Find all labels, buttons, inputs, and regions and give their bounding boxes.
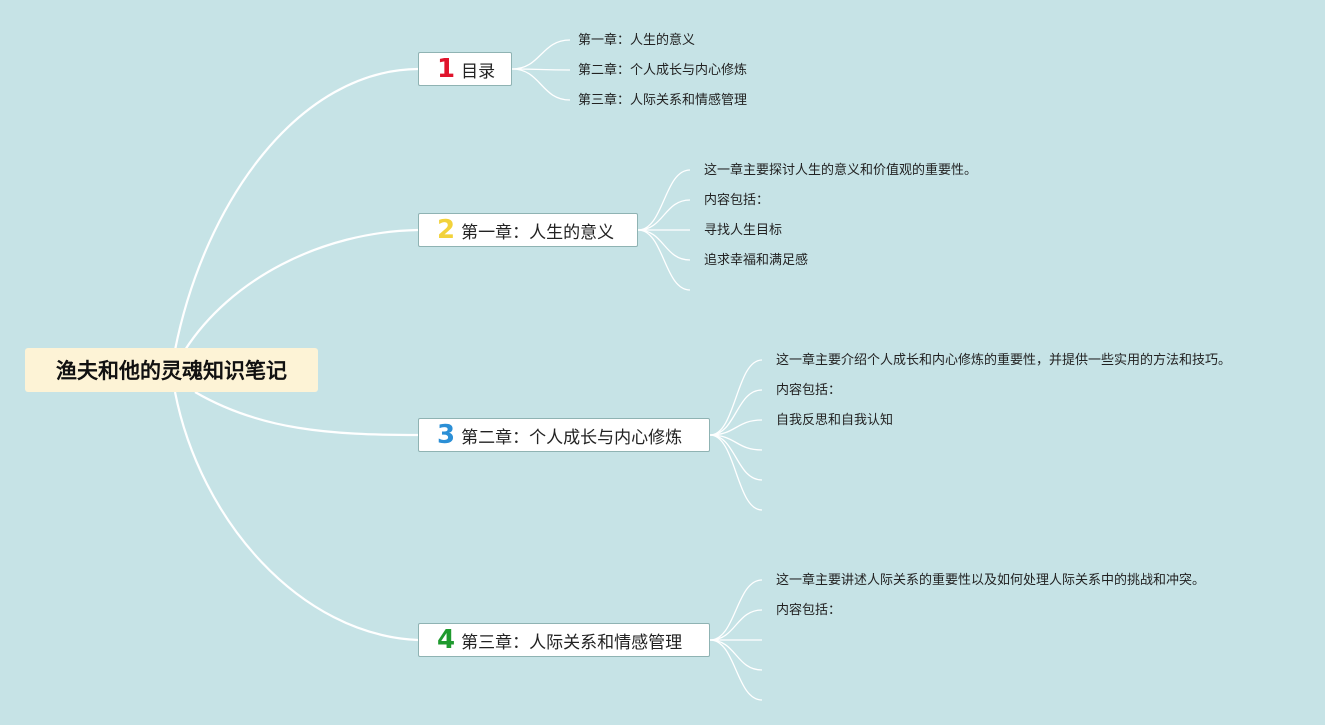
branch-chapter-2[interactable]: 3 第二章：个人成长与内心修炼 <box>418 418 710 452</box>
connector-line <box>709 609 763 641</box>
connector-line <box>511 39 571 70</box>
leaf-item[interactable]: 第三章：人际关系和情感管理 <box>578 93 748 108</box>
connector-line <box>709 434 763 481</box>
connector-line <box>194 391 419 437</box>
connector-line <box>637 229 691 261</box>
leaf-item[interactable]: 第二章：个人成长与内心修炼 <box>578 63 748 78</box>
leaf-item[interactable]: 内容包括： <box>704 193 770 208</box>
connector-line <box>637 169 691 231</box>
branch-chapter-1[interactable]: 2 第一章：人生的意义 <box>418 213 638 247</box>
root-topic[interactable]: 渔夫和他的灵魂知识笔记 <box>25 348 318 392</box>
leaf-item[interactable]: 第一章：人生的意义 <box>578 33 696 48</box>
branch-number-1: 1 <box>437 54 456 84</box>
connector-line <box>709 359 763 436</box>
branch-number-3: 3 <box>437 420 456 450</box>
branch-number-2: 2 <box>437 215 456 245</box>
branch-chapter-3[interactable]: 4 第三章：人际关系和情感管理 <box>418 623 710 657</box>
connector-line <box>709 639 763 671</box>
leaf-item[interactable]: 内容包括： <box>776 383 842 398</box>
leaf-item[interactable]: 自我反思和自我认知 <box>776 413 894 428</box>
leaf-item[interactable]: 追求幸福和满足感 <box>704 253 809 268</box>
connector-line <box>637 229 691 291</box>
connector-line <box>709 389 763 436</box>
connector-line <box>709 579 763 641</box>
branch-label-chapter-3: 第三章：人际关系和情感管理 <box>461 632 683 653</box>
branch-label-toc: 目录 <box>461 61 496 82</box>
leaf-item[interactable]: 这一章主要探讨人生的意义和价值观的重要性。 <box>704 163 978 178</box>
connector-line <box>637 199 691 231</box>
connector-line <box>173 391 419 642</box>
connector-line <box>709 639 763 701</box>
branch-label-chapter-1: 第一章：人生的意义 <box>461 222 615 243</box>
branch-number-4: 4 <box>437 625 456 655</box>
connector-line <box>511 68 571 101</box>
leaf-item[interactable]: 这一章主要讲述人际关系的重要性以及如何处理人际关系中的挑战和冲突。 <box>776 573 1206 588</box>
connector-line <box>184 228 419 351</box>
leaf-item[interactable]: 这一章主要介绍个人成长和内心修炼的重要性，并提供一些实用的方法和技巧。 <box>776 353 1232 368</box>
leaf-item[interactable]: 内容包括： <box>776 603 842 618</box>
branch-label-chapter-2: 第二章：个人成长与内心修炼 <box>461 427 683 448</box>
connector-line <box>709 419 763 436</box>
root-title: 渔夫和他的灵魂知识笔记 <box>56 359 287 383</box>
connector-line <box>709 434 763 511</box>
leaf-item[interactable]: 寻找人生目标 <box>704 223 783 238</box>
connector-line <box>173 67 419 351</box>
branch-toc[interactable]: 1 目录 <box>418 52 512 86</box>
